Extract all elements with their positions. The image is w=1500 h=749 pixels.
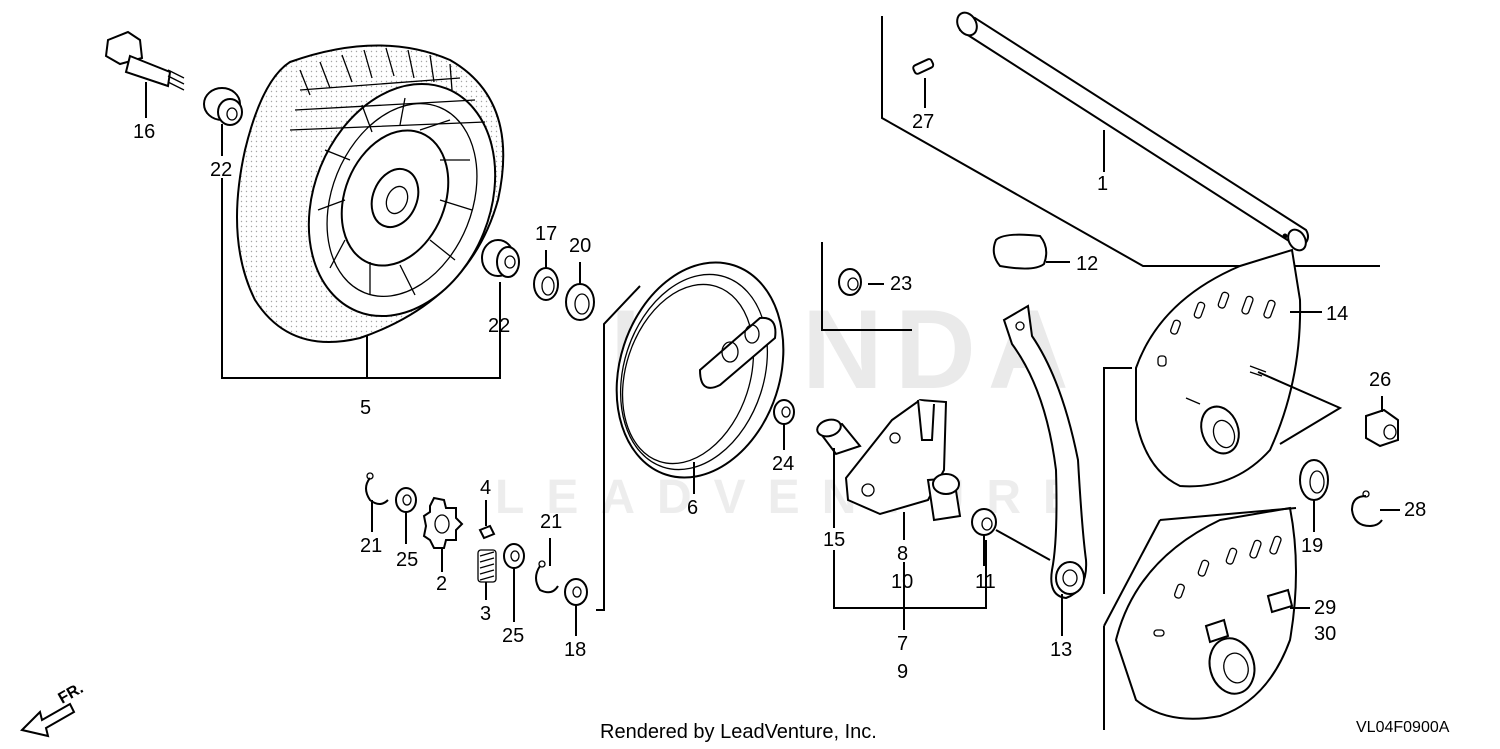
label-18[interactable]: 18 [564,639,586,661]
part-17-washer[interactable] [533,267,559,301]
label-23[interactable]: 23 [890,273,912,295]
label-10[interactable]: 10 [891,571,913,593]
part-labels: 1 2 3 4 5 6 7 8 9 10 11 12 13 14 15 16 1… [133,111,1426,683]
label-16[interactable]: 16 [133,121,155,143]
label-25b[interactable]: 25 [502,625,524,647]
bracket-lever [833,540,987,609]
part-12-cap[interactable] [992,233,1048,270]
label-8[interactable]: 8 [897,543,908,565]
label-20[interactable]: 20 [569,235,591,257]
label-22b[interactable]: 22 [488,315,510,337]
label-24[interactable]: 24 [772,453,794,475]
front-marker-text: FR. [56,680,87,708]
label-29[interactable]: 29 [1314,597,1336,619]
bracket-26 [1257,371,1343,445]
label-11[interactable]: 11 [975,571,996,593]
label-3[interactable]: 3 [480,603,491,625]
part-18-washer[interactable] [564,578,588,606]
label-21b[interactable]: 21 [540,511,562,533]
part-13-arm[interactable] [1002,304,1088,600]
part-21-clip-left[interactable] [365,472,389,505]
part-16-bolt[interactable] [104,30,185,91]
part-25-washer-center[interactable] [503,543,525,569]
part-2-gear[interactable] [422,496,464,549]
part-25-washer-left[interactable] [395,487,417,513]
part-19-washer[interactable] [1299,459,1329,501]
diagram-code: VL04F0900A [1356,719,1450,736]
label-12[interactable]: 12 [1076,253,1098,275]
label-27[interactable]: 27 [912,111,934,133]
part-22-collar-right[interactable] [481,239,520,278]
label-4[interactable]: 4 [480,477,491,499]
label-7[interactable]: 7 [897,633,908,655]
label-1[interactable]: 1 [1097,173,1108,195]
part-21-clip-center[interactable] [535,560,559,594]
label-9[interactable]: 9 [897,661,908,683]
part-6-cover[interactable] [590,241,810,500]
label-15[interactable]: 15 [823,529,845,551]
part-8-lever[interactable] [844,398,948,516]
label-14[interactable]: 14 [1326,303,1348,325]
bracket-14 [1103,367,1132,594]
part-26-nut[interactable] [1365,408,1399,448]
label-25a[interactable]: 25 [396,549,418,571]
part-1-axle[interactable] [953,9,1309,253]
part-3-spring[interactable] [477,549,497,583]
part-29-shield[interactable] [1114,506,1297,720]
label-19[interactable]: 19 [1301,535,1323,557]
bracket-18 [596,285,641,611]
part-28-clip[interactable] [1350,490,1383,528]
part-23-bushing[interactable] [838,268,862,296]
label-17[interactable]: 17 [535,223,557,245]
label-13[interactable]: 13 [1050,639,1072,661]
label-6[interactable]: 6 [687,497,698,519]
part-10-shaft[interactable] [926,473,962,522]
label-21a[interactable]: 21 [360,535,382,557]
front-direction-arrow: FR. [20,680,87,738]
part-27-pin[interactable] [912,58,935,75]
label-26[interactable]: 26 [1369,369,1391,391]
bracket-23 [821,242,912,331]
part-5-wheel[interactable] [236,44,529,344]
part-15-pin[interactable] [815,417,862,456]
label-28[interactable]: 28 [1404,499,1426,521]
leader-lines [145,78,1400,636]
label-5[interactable]: 5 [360,397,371,419]
part-11-collar[interactable] [971,508,997,536]
part-22-collar-top[interactable] [203,87,243,126]
part-4-key[interactable] [478,524,496,540]
watermark-sub: LEADVENTURE [495,471,1097,524]
bracket-wheel [221,178,501,379]
credit-text: Rendered by LeadVenture, Inc. [600,721,877,743]
label-2[interactable]: 2 [436,573,447,595]
label-22a[interactable]: 22 [210,159,232,181]
part-20-washer[interactable] [565,283,595,321]
label-30[interactable]: 30 [1314,623,1336,645]
part-24-bushing[interactable] [773,399,795,425]
part-14-shield[interactable] [1135,248,1302,488]
